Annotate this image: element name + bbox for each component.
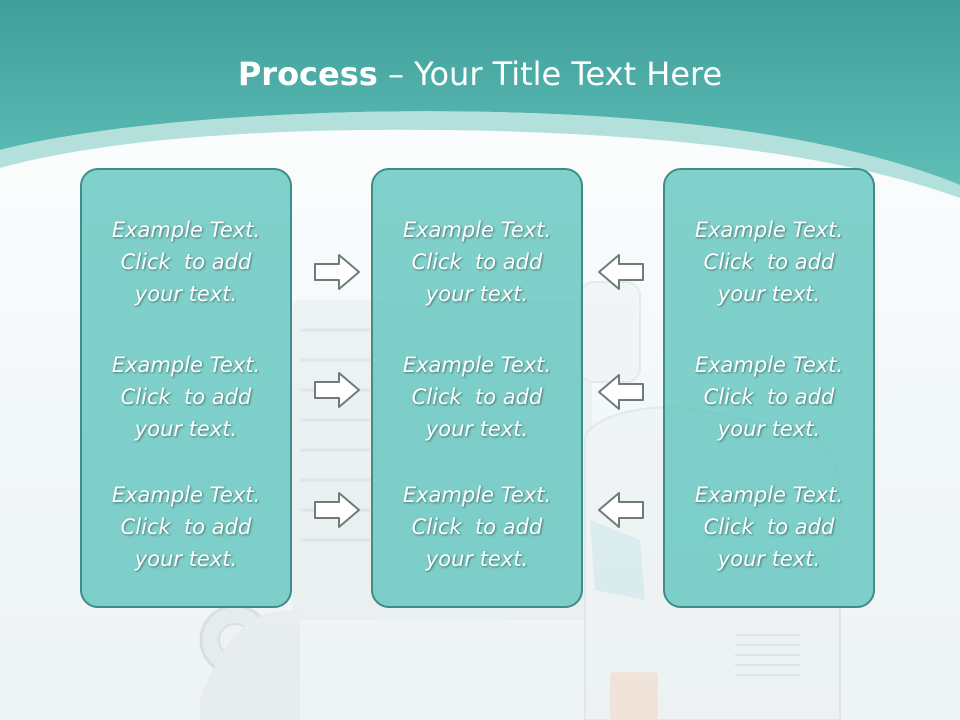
text-line: Example Text. <box>402 483 552 507</box>
left-arrow-icon <box>598 374 644 410</box>
left-arrow-icon <box>598 492 644 528</box>
text-line: Click to add <box>411 250 543 274</box>
text-line: your text. <box>134 417 238 441</box>
text-line: Example Text. <box>111 353 261 377</box>
text-line: Example Text. <box>111 483 261 507</box>
text-block[interactable]: Example Text. Click to add your text. <box>82 214 290 310</box>
text-line: your text. <box>134 282 238 306</box>
text-line: your text. <box>717 282 821 306</box>
right-arrow-icon <box>314 492 360 528</box>
center-process-box[interactable]: Example Text. Click to add your text. Ex… <box>371 168 583 608</box>
text-line: Example Text. <box>694 218 844 242</box>
text-line: your text. <box>425 282 529 306</box>
text-line: Click to add <box>703 515 835 539</box>
left-arrow-icon <box>598 254 644 290</box>
right-arrow-icon <box>314 372 360 408</box>
text-block[interactable]: Example Text. Click to add your text. <box>373 479 581 575</box>
text-line: Example Text. <box>694 353 844 377</box>
title-bold-part: Process <box>237 55 378 93</box>
text-line: Example Text. <box>402 218 552 242</box>
text-line: your text. <box>425 417 529 441</box>
right-arrow-icon <box>314 254 360 290</box>
right-process-box[interactable]: Example Text. Click to add your text. Ex… <box>663 168 875 608</box>
title-rest-part: – Your Title Text Here <box>377 55 723 93</box>
text-line: Example Text. <box>111 218 261 242</box>
left-process-box[interactable]: Example Text. Click to add your text. Ex… <box>80 168 292 608</box>
text-line: Click to add <box>120 250 252 274</box>
text-block[interactable]: Example Text. Click to add your text. <box>373 349 581 445</box>
text-line: Example Text. <box>402 353 552 377</box>
text-block[interactable]: Example Text. Click to add your text. <box>665 214 873 310</box>
text-line: Click to add <box>411 385 543 409</box>
text-block[interactable]: Example Text. Click to add your text. <box>82 349 290 445</box>
text-line: your text. <box>134 547 238 571</box>
text-line: your text. <box>717 417 821 441</box>
text-line: Click to add <box>120 385 252 409</box>
slide-title: Process – Your Title Text Here <box>0 52 960 96</box>
text-block[interactable]: Example Text. Click to add your text. <box>665 349 873 445</box>
text-line: Click to add <box>703 250 835 274</box>
text-block[interactable]: Example Text. Click to add your text. <box>665 479 873 575</box>
text-line: Click to add <box>703 385 835 409</box>
text-line: Example Text. <box>694 483 844 507</box>
text-line: Click to add <box>120 515 252 539</box>
text-line: Click to add <box>411 515 543 539</box>
text-block[interactable]: Example Text. Click to add your text. <box>373 214 581 310</box>
text-line: your text. <box>425 547 529 571</box>
text-line: your text. <box>717 547 821 571</box>
text-block[interactable]: Example Text. Click to add your text. <box>82 479 290 575</box>
